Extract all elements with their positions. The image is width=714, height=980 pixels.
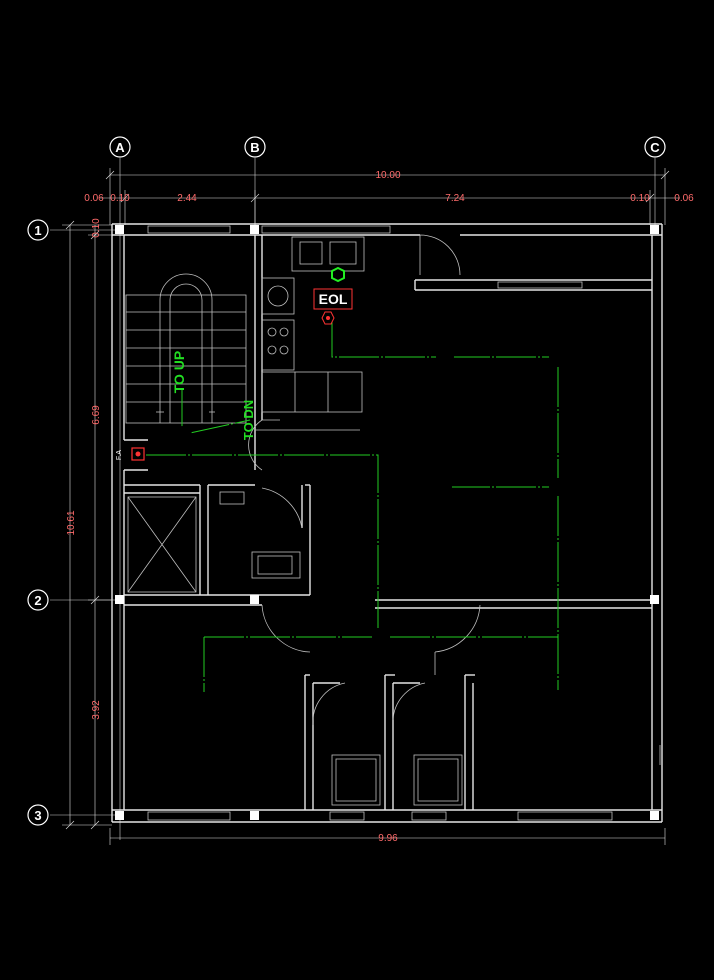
smoke-detector-icon[interactable] <box>174 426 192 444</box>
smoke-detector-icon[interactable] <box>194 693 212 711</box>
grid-bubble-c: C <box>644 136 666 158</box>
grid-label-b: B <box>250 140 259 155</box>
grid-label-a: A <box>115 140 125 155</box>
dim-bottom-overall: 9.96 <box>378 833 398 844</box>
smoke-detector-icon[interactable] <box>372 628 390 646</box>
dim-top-seg-0: 0.06 <box>84 193 104 204</box>
dim-left-overall: 10.61 <box>66 510 77 535</box>
dim-top-seg-2: 2.44 <box>177 193 197 204</box>
columns <box>115 225 659 820</box>
dim-top-seg-3: 7.24 <box>445 193 465 204</box>
grid-bubble-a: A <box>109 136 131 158</box>
smoke-detector-icon[interactable] <box>549 693 567 711</box>
smoke-detector-icon[interactable] <box>436 348 454 366</box>
panel-tag: F.A <box>116 450 123 460</box>
grid-label-3: 3 <box>34 808 41 823</box>
dim-left-seg-0: 0.10 <box>91 218 102 238</box>
fire-alarm-panel[interactable]: F.A <box>116 447 145 461</box>
grid-bubble-1: 1 <box>27 219 49 241</box>
fire-alarm-wiring <box>146 318 559 692</box>
to-up-label: TO UP <box>171 351 187 394</box>
grid-label-2: 2 <box>34 593 41 608</box>
grid-bubble-2: 2 <box>27 589 49 611</box>
top-dimensions: 10.00 0.06 0.10 2.44 7.24 0.10 0.06 <box>84 168 694 225</box>
dim-left-seg-1: 6.69 <box>91 405 102 425</box>
dim-top-seg-5: 0.06 <box>674 193 694 204</box>
walls <box>111 223 663 823</box>
dim-top-seg-1: 0.10 <box>110 193 130 204</box>
eol-label: EOL <box>319 291 348 307</box>
bottom-dimension: 9.96 <box>109 828 666 845</box>
smoke-detector-icon[interactable] <box>549 478 567 496</box>
to-dn-label: TO DN <box>241 400 256 440</box>
grid-lines <box>50 158 656 840</box>
grid-bubble-3: 3 <box>27 804 49 826</box>
smoke-detector-icon[interactable] <box>434 478 452 496</box>
grid-bubble-b: B <box>244 136 266 158</box>
left-dimensions: 10.61 0.10 6.69 3.92 <box>62 218 112 830</box>
dim-top-seg-4: 0.10 <box>630 193 650 204</box>
grid-label-1: 1 <box>34 223 41 238</box>
dim-left-seg-2: 3.92 <box>91 700 102 720</box>
dim-top-overall: 10.00 <box>375 170 400 181</box>
eol-device[interactable]: EOL <box>313 266 353 325</box>
smoke-detector-icon[interactable] <box>549 348 567 366</box>
grid-label-c: C <box>650 140 660 155</box>
